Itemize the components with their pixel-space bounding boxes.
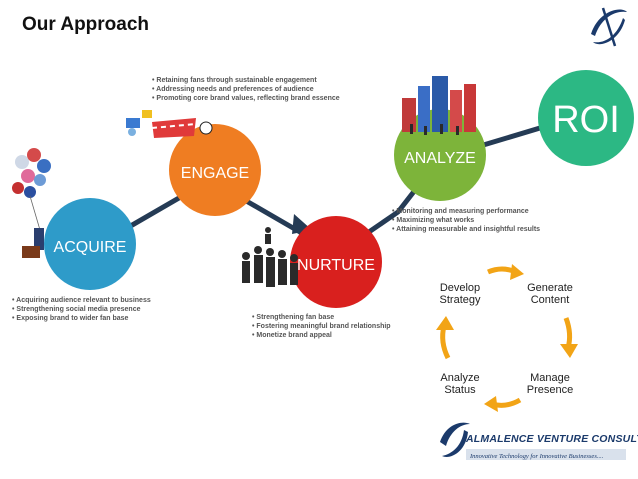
acquire-label: ACQUIRE <box>54 239 127 256</box>
acquire-bullet: Acquiring audience relevant to business <box>12 296 212 305</box>
business-people-illustration <box>242 227 298 287</box>
nurture-circle <box>290 216 382 308</box>
cycle-arrow-right <box>560 317 578 358</box>
balloons-illustration <box>12 148 51 258</box>
nurture-bullets: Strengthening fan base Fostering meaning… <box>252 313 452 340</box>
page-title: Our Approach <box>22 14 150 35</box>
analyze-label: ANALYZE <box>404 150 476 167</box>
engage-bullet: Promoting core brand values, reflecting … <box>152 94 392 103</box>
company-tagline: Innovative Technology for Innovative Bus… <box>470 453 604 460</box>
swoosh-logo-icon <box>440 422 470 457</box>
event-illustration <box>126 110 213 138</box>
stage-roi: ROI <box>538 70 634 166</box>
nurture-bullet: Fostering meaningful brand relationship <box>252 322 452 331</box>
tagline-bar <box>466 449 626 460</box>
top-logo-icon <box>591 7 627 47</box>
engage-label: ENGAGE <box>181 165 249 182</box>
city-buildings-illustration <box>402 76 476 135</box>
roi-label: ROI <box>552 99 620 141</box>
engage-bullets: Retaining fans through sustainable engag… <box>152 76 392 103</box>
stage-acquire: ACQUIRE <box>44 198 136 290</box>
cycle-arrow-top <box>487 264 524 280</box>
stage-engage: ENGAGE <box>169 124 261 216</box>
analyze-bullet: Attaining measurable and insightful resu… <box>392 225 602 234</box>
engage-bullet: Retaining fans through sustainable engag… <box>152 76 392 85</box>
analyze-circle <box>394 109 486 201</box>
roi-circle <box>538 70 634 166</box>
acquire-bullet: Strengthening social media presence <box>12 305 212 314</box>
engage-bullet: Addressing needs and preferences of audi… <box>152 85 392 94</box>
nurture-bullet: Strengthening fan base <box>252 313 452 322</box>
acquire-bullet: Exposing brand to wider fan base <box>12 314 212 323</box>
analyze-bullets: Monitoring and measuring performance Max… <box>392 207 602 234</box>
acquire-bullets: Acquiring audience relevant to business … <box>12 296 212 323</box>
cycle-arrow-bottom <box>484 396 522 412</box>
stage-nurture: NURTURE <box>290 216 382 308</box>
nurture-bullet: Monetize brand appeal <box>252 331 452 340</box>
nurture-label: NURTURE <box>297 257 375 274</box>
stage-analyze: ANALYZE <box>394 109 486 201</box>
acquire-circle <box>44 198 136 290</box>
engage-circle <box>169 124 261 216</box>
analyze-bullet: Monitoring and measuring performance <box>392 207 602 216</box>
company-name: ALMALENCE VENTURE CONSULTING <box>466 433 638 445</box>
analyze-bullet: Maximizing what works <box>392 216 602 225</box>
